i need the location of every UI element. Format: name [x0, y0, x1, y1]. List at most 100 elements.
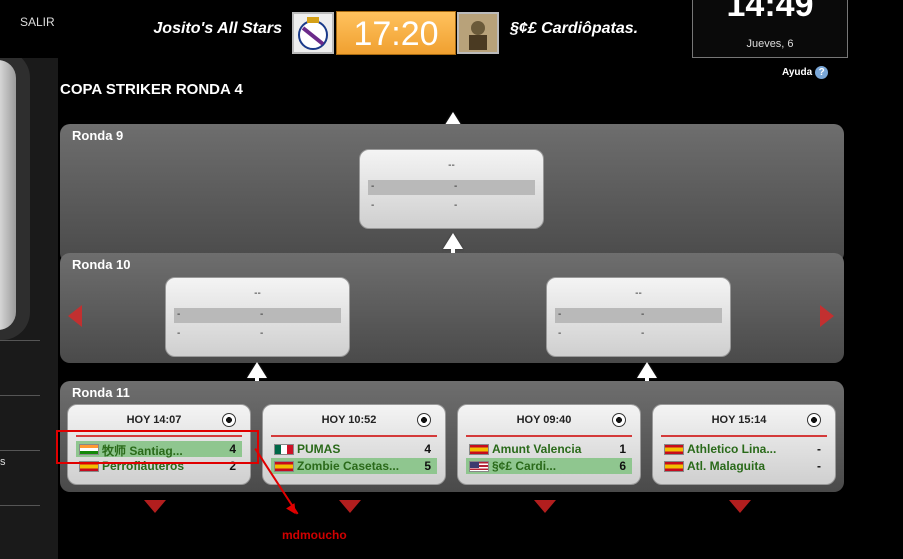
- round-11-match-card[interactable]: HOY 15:14 Athletico Lina... - Atl. Malag…: [652, 404, 836, 485]
- team-name: §¢£ Cardi...: [492, 459, 557, 473]
- left-side-panel: s: [0, 0, 58, 559]
- soccer-ball-icon: [222, 413, 236, 427]
- annotation-highlight-box: [56, 430, 259, 464]
- match-time: HOY 15:14: [711, 414, 767, 426]
- card-divider: [661, 435, 827, 437]
- help-link[interactable]: Ayuda?: [782, 66, 829, 79]
- soccer-ball-icon: [417, 413, 431, 427]
- spain-flag-icon: [664, 444, 684, 455]
- team-score: -: [817, 442, 821, 456]
- team-row[interactable]: Atl. Malaguita -: [661, 458, 827, 474]
- team-score: 4: [424, 442, 431, 456]
- help-icon: ?: [815, 66, 829, 79]
- team-score: -: [641, 309, 645, 320]
- match-row: - -: [555, 327, 722, 342]
- match-title: --: [254, 288, 261, 299]
- team-score: -: [454, 181, 458, 192]
- home-team-crest-icon: [292, 12, 334, 54]
- clock-widget: 14:49 Jueves, 6: [692, 0, 848, 58]
- team-score: -: [454, 200, 458, 211]
- team-score: -: [260, 309, 264, 320]
- expand-down-icon[interactable]: [729, 500, 751, 514]
- team-row[interactable]: 牧师 Santiag... 4: [76, 441, 242, 458]
- help-label: Ayuda: [782, 67, 813, 79]
- match-title: --: [448, 160, 455, 171]
- team-score: 6: [619, 459, 626, 473]
- match-row: - -: [368, 199, 535, 214]
- prev-round-arrow-icon[interactable]: [66, 305, 86, 329]
- match-row: - -: [174, 327, 341, 342]
- team-score: -: [260, 328, 264, 339]
- round-9-match-card[interactable]: -- - - - -: [359, 149, 544, 229]
- team-name: -: [371, 200, 375, 211]
- current-date: Jueves, 6: [746, 38, 794, 50]
- match-row: - -: [368, 180, 535, 195]
- card-divider: [271, 435, 437, 437]
- round-10-label: Ronda 10: [72, 257, 131, 272]
- team-name: Amunt Valencia: [492, 442, 582, 456]
- team-row[interactable]: Athletico Lina... -: [661, 441, 827, 457]
- left-divider: [0, 340, 40, 341]
- top-bar: SALIR Josito's All Stars 17:20 §¢£ Cardi…: [0, 0, 903, 58]
- team-score: 2: [229, 459, 236, 473]
- expand-down-icon[interactable]: [534, 500, 556, 514]
- team-score: -: [817, 459, 821, 473]
- team-name: -: [177, 309, 181, 320]
- round-10-match-card[interactable]: -- - - - -: [546, 277, 731, 357]
- expand-down-icon[interactable]: [339, 500, 361, 514]
- round-11-match-card[interactable]: HOY 09:40 Amunt Valencia 1 §¢£ Cardi... …: [457, 404, 641, 485]
- home-team-name: Josito's All Stars: [153, 20, 282, 37]
- page-title: COPA STRIKER RONDA 4: [60, 81, 243, 98]
- team-row[interactable]: §¢£ Cardi... 6: [466, 458, 632, 474]
- match-title: --: [635, 288, 642, 299]
- match-row: - -: [174, 308, 341, 323]
- left-divider: [0, 450, 40, 451]
- team-name: 牧师 Santiag...: [102, 444, 183, 458]
- spain-flag-icon: [79, 461, 99, 472]
- left-divider: [0, 505, 40, 506]
- round-10-match-card[interactable]: -- - - - -: [165, 277, 350, 357]
- match-time: HOY 14:07: [126, 414, 182, 426]
- team-name: PUMAS: [297, 442, 341, 456]
- team-name: -: [558, 328, 562, 339]
- next-round-arrow-icon[interactable]: [816, 305, 836, 329]
- away-team-crest-icon: [457, 12, 499, 54]
- team-row[interactable]: PUMAS 4: [271, 441, 437, 457]
- card-divider: [466, 435, 632, 437]
- left-menu-letter[interactable]: s: [0, 456, 6, 468]
- card-divider: [76, 435, 242, 437]
- team-score: 4: [229, 442, 236, 456]
- team-score: -: [641, 328, 645, 339]
- mexico-flag-icon: [274, 444, 294, 455]
- spain-flag-icon: [274, 461, 294, 472]
- team-name: -: [177, 328, 181, 339]
- match-time: HOY 09:40: [516, 414, 572, 426]
- match-row: - -: [555, 308, 722, 323]
- left-curve-panel: [0, 60, 16, 330]
- current-time: 14:49: [726, 0, 814, 24]
- team-row[interactable]: Zombie Casetas... 5: [271, 458, 437, 474]
- team-name: Athletico Lina...: [687, 442, 777, 456]
- india-flag-icon: [79, 444, 99, 455]
- annotation-label: mdmoucho: [282, 528, 347, 542]
- team-name: -: [371, 181, 375, 192]
- team-score: 1: [619, 442, 626, 456]
- annotation-arrow-head: [286, 503, 300, 517]
- exit-button[interactable]: SALIR: [20, 15, 55, 29]
- team-score: 5: [424, 459, 431, 473]
- spain-flag-icon: [664, 461, 684, 472]
- soccer-ball-icon: [612, 413, 626, 427]
- team-row[interactable]: Amunt Valencia 1: [466, 441, 632, 457]
- away-team-name: §¢£ Cardiôpatas.: [510, 20, 639, 37]
- usa-flag-icon: [469, 461, 489, 472]
- round-9-label: Ronda 9: [72, 128, 124, 143]
- expand-down-icon[interactable]: [144, 500, 166, 514]
- soccer-ball-icon: [807, 413, 821, 427]
- team-name: Atl. Malaguita: [687, 459, 766, 473]
- round-11-label: Ronda 11: [72, 385, 130, 400]
- team-name: -: [558, 309, 562, 320]
- team-name: Zombie Casetas...: [297, 459, 400, 473]
- match-clock: 17:20: [336, 11, 456, 55]
- match-time: HOY 10:52: [321, 414, 377, 426]
- round-11-match-card[interactable]: HOY 10:52 PUMAS 4 Zombie Casetas... 5: [262, 404, 446, 485]
